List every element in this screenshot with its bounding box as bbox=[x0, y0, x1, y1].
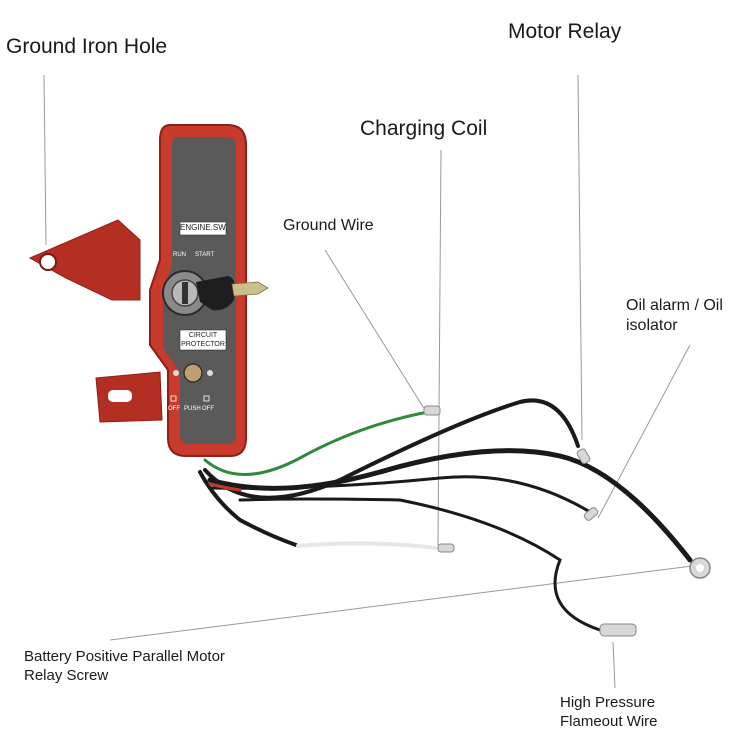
oil-alarm-label: Oil alarm / Oil isolator bbox=[626, 296, 723, 336]
bracket-upper-arm bbox=[28, 219, 141, 301]
high-pressure-line-2: Flameout Wire bbox=[560, 712, 658, 730]
circuit-protector-line-1: CIRCUIT bbox=[188, 332, 218, 339]
wire-harness bbox=[198, 398, 693, 632]
key-head bbox=[196, 276, 236, 311]
circuit-protector-button bbox=[183, 363, 203, 383]
charging-coil-label: Charging Coil bbox=[360, 117, 488, 140]
battery-positive-line-2: Relay Screw bbox=[24, 666, 109, 684]
leader-lines bbox=[43, 74, 701, 689]
black-wire-short bbox=[198, 470, 298, 547]
oil-alarm-line-2: isolator bbox=[626, 317, 678, 334]
leader-ground-iron-hole bbox=[43, 74, 47, 246]
bottom-off2-label: OFF bbox=[202, 406, 214, 412]
leader-charging-coil bbox=[437, 149, 442, 546]
leader-battery-positive bbox=[109, 564, 701, 641]
position-we: W.E bbox=[148, 252, 160, 258]
mounting-bracket bbox=[28, 219, 163, 423]
oil-alarm-terminal bbox=[583, 507, 599, 521]
protector-screw-left bbox=[173, 370, 179, 376]
battery-positive-line-1: Battery Positive Parallel Motor bbox=[24, 648, 225, 665]
black-wire-oil-alarm bbox=[210, 475, 592, 514]
bracket-slot bbox=[108, 390, 132, 402]
bottom-indicator-left bbox=[170, 395, 177, 402]
ground-iron-hole bbox=[39, 253, 57, 271]
terminals bbox=[423, 405, 711, 637]
leader-oil-alarm bbox=[597, 344, 691, 519]
motor-relay-label: Motor Relay bbox=[508, 20, 622, 43]
black-wire-motor-relay bbox=[203, 398, 580, 500]
high-pressure-line-1: High Pressure bbox=[560, 694, 656, 711]
charging-coil-terminal bbox=[437, 543, 455, 553]
key-blade bbox=[231, 281, 269, 297]
black-wire-flameout bbox=[238, 497, 602, 632]
white-charging-wire bbox=[296, 541, 438, 550]
green-ground-wire bbox=[203, 410, 430, 476]
battery-positive-label: Battery Positive Parallel Motor Relay Sc… bbox=[24, 648, 225, 686]
bottom-indicator-right bbox=[203, 395, 210, 402]
red-wire-stub bbox=[208, 482, 242, 492]
position-start: START bbox=[195, 252, 215, 258]
position-run: RUN bbox=[173, 252, 186, 258]
ground-iron-hole-label: Ground Iron Hole bbox=[6, 35, 168, 58]
ground-wire-label: Ground Wire bbox=[283, 217, 374, 234]
flameout-terminal bbox=[599, 623, 637, 637]
engine-sw-label: ENGINE.SW. bbox=[180, 223, 228, 232]
engine-sw-plate bbox=[179, 221, 227, 236]
leader-high-pressure bbox=[612, 641, 616, 689]
switch-housing bbox=[149, 124, 269, 457]
circuit-protector-line-2: PROTECTOR bbox=[181, 341, 225, 348]
battery-ring-hole bbox=[696, 564, 704, 572]
circuit-protector-plate bbox=[179, 329, 227, 351]
bottom-off-label: OFF bbox=[168, 406, 180, 412]
protector-screw-right bbox=[207, 370, 213, 376]
oil-alarm-line-1: Oil alarm / Oil bbox=[626, 297, 723, 314]
high-pressure-label: High Pressure Flameout Wire bbox=[560, 694, 658, 732]
motor-relay-terminal bbox=[576, 448, 591, 464]
bottom-push-label: PUSH bbox=[184, 406, 201, 412]
circuit-protector-label: CIRCUIT PROTECTOR bbox=[180, 331, 226, 349]
leader-ground-wire bbox=[324, 249, 426, 411]
ground-wire-terminal bbox=[423, 405, 441, 416]
key-slot bbox=[182, 282, 188, 304]
leader-motor-relay bbox=[577, 74, 583, 441]
